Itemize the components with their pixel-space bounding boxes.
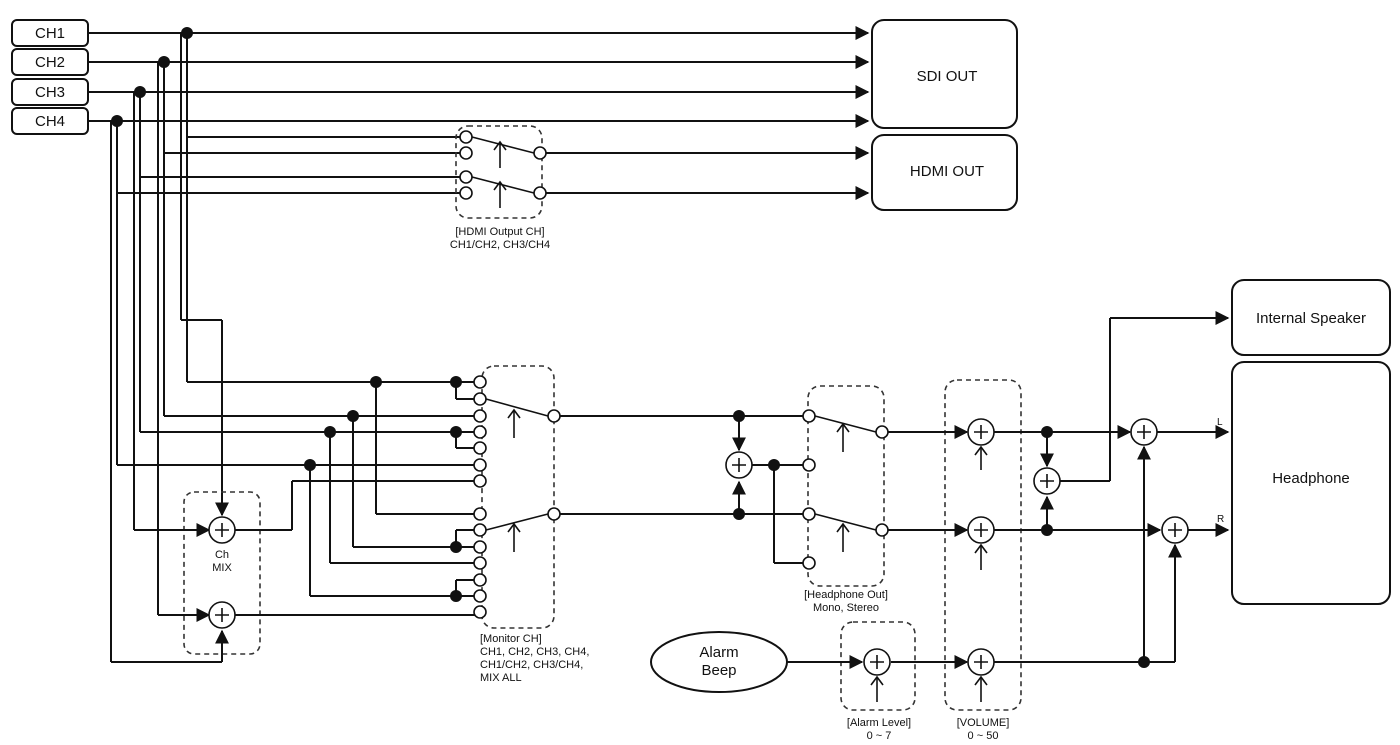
input-ch2: CH2 [11, 48, 89, 76]
ch-mix-label-1: Ch [215, 549, 229, 561]
headphone-out-wires [560, 410, 803, 564]
headphone-label: Headphone [1272, 470, 1350, 487]
volume-range: 0 ~ 50 [968, 730, 999, 742]
alarm-level-range: 0 ~ 7 [867, 730, 892, 742]
volume-title: [VOLUME] [957, 717, 1010, 729]
headphone-out-switch [802, 385, 889, 587]
hdmi-output-ch-title: [HDMI Output CH] [455, 226, 544, 238]
alarm-beep-line1: Alarm [699, 644, 738, 661]
sdi-out-label: SDI OUT [917, 68, 978, 85]
internal-speaker-box: Internal Speaker [1231, 279, 1391, 356]
monitor-ch-options-2: CH1/CH2, CH3/CH4, [480, 659, 583, 671]
right-channel-label: R [1217, 514, 1224, 525]
hdmi-out-box: HDMI OUT [871, 134, 1018, 211]
input-ch4-label: CH4 [35, 113, 65, 130]
hdmi-output-ch-options: CH1/CH2, CH3/CH4 [450, 239, 550, 251]
input-ch3: CH3 [11, 78, 89, 106]
output-stage-wires [994, 311, 1230, 668]
input-ch3-label: CH3 [35, 84, 65, 101]
input-ch4: CH4 [11, 107, 89, 135]
headphone-box: Headphone [1231, 361, 1391, 605]
monitor-ch-options-3: MIX ALL [480, 672, 522, 684]
hdmi-output-ch-switch [455, 125, 547, 219]
top-junctions [111, 27, 193, 127]
top-wires [88, 26, 870, 662]
ch-mix-label-2: MIX [212, 562, 232, 574]
monitor-ch-wires [117, 381, 480, 616]
input-ch1: CH1 [11, 19, 89, 47]
internal-speaker-label: Internal Speaker [1256, 310, 1366, 327]
headphone-out-options: Mono, Stereo [813, 602, 879, 614]
monitor-ch-options-1: CH1, CH2, CH3, CH4, [480, 646, 589, 658]
volume-section [888, 379, 1022, 711]
monitor-ch-switch [473, 365, 561, 629]
ch-mix-section: Ch MIX [111, 491, 261, 663]
monitor-ch-junctions [304, 376, 462, 602]
alarm-level-section [787, 621, 916, 711]
hdmi-out-label: HDMI OUT [910, 163, 984, 180]
alarm-beep-line2: Beep [701, 662, 736, 679]
input-ch2-label: CH2 [35, 54, 65, 71]
input-ch1-label: CH1 [35, 25, 65, 42]
alarm-beep-source: Alarm Beep [650, 631, 788, 693]
headphone-out-title: [Headphone Out] [804, 589, 888, 601]
sdi-out-box: SDI OUT [871, 19, 1018, 129]
alarm-level-title: [Alarm Level] [847, 717, 911, 729]
monitor-ch-title: [Monitor CH] [480, 633, 542, 645]
left-channel-label: L [1217, 417, 1223, 428]
